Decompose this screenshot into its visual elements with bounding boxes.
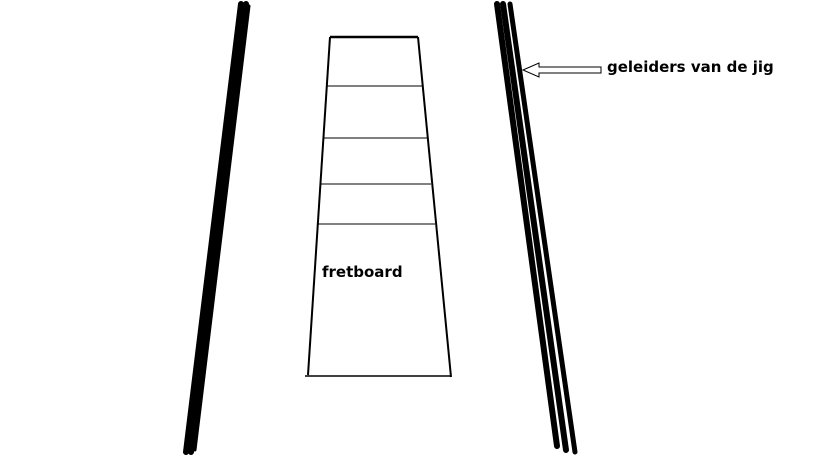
fret-lines bbox=[318, 85, 435, 225]
fretboard-label: fretboard bbox=[322, 263, 403, 281]
right-guide-rail bbox=[494, 1, 578, 455]
guides-label: geleiders van de jig bbox=[607, 58, 774, 76]
fretboard-outline bbox=[305, 35, 452, 378]
left-guide-rail bbox=[183, 1, 251, 455]
arrow-left-icon bbox=[521, 62, 602, 78]
